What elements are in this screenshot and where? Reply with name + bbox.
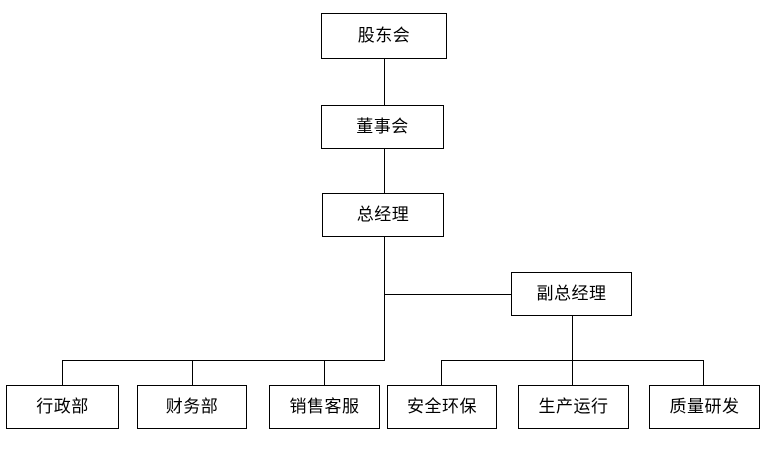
org-node-finance[interactable]: 财务部: [137, 385, 247, 429]
org-node-label: 股东会: [357, 25, 411, 46]
connector-e-bus-finance: [192, 360, 193, 385]
connector-e-bus-production: [572, 360, 573, 385]
connector-e-shareholders-board: [384, 59, 385, 105]
connector-e-gm-deputy-h: [384, 294, 511, 295]
org-node-deputy-gm[interactable]: 副总经理: [511, 272, 632, 316]
org-node-production[interactable]: 生产运行: [518, 385, 629, 429]
org-node-label: 财务部: [165, 396, 219, 417]
connector-e-deputy-drop: [572, 316, 573, 360]
connector-e-bus-admin: [62, 360, 63, 385]
org-node-quality[interactable]: 质量研发: [649, 385, 760, 429]
org-node-label: 行政部: [36, 396, 89, 417]
org-node-gm[interactable]: 总经理: [322, 193, 444, 237]
org-node-safety[interactable]: 安全环保: [387, 385, 497, 429]
org-node-label: 董事会: [356, 116, 409, 137]
org-node-label: 销售客服: [289, 396, 360, 417]
connector-e-bus-quality: [703, 360, 704, 385]
org-node-label: 生产运行: [538, 396, 609, 417]
connector-e-gm-trunk: [384, 237, 385, 360]
org-node-board[interactable]: 董事会: [321, 105, 444, 149]
connector-e-board-gm: [384, 149, 385, 193]
connector-e-bus-sales: [324, 360, 325, 385]
org-node-sales[interactable]: 销售客服: [269, 385, 380, 429]
org-node-label: 副总经理: [536, 283, 607, 304]
org-node-shareholders[interactable]: 股东会: [321, 13, 447, 59]
org-node-label: 质量研发: [669, 396, 740, 417]
connector-bus-left: [62, 360, 385, 361]
connector-e-bus-safety: [441, 360, 442, 385]
org-node-label: 安全环保: [407, 396, 477, 417]
org-node-label: 总经理: [356, 204, 410, 225]
org-node-admin[interactable]: 行政部: [6, 385, 119, 429]
